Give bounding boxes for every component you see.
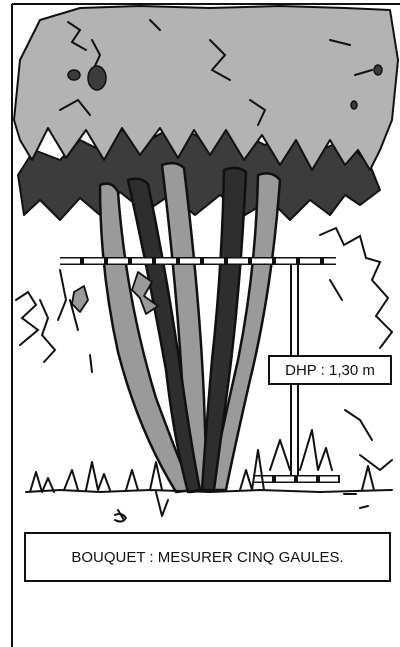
dbh-height-label: DHP : 1,30 m xyxy=(268,355,392,385)
light-canopy xyxy=(14,6,398,170)
left-shrub xyxy=(16,270,92,372)
instruction-caption: BOUQUET : MESURER CINQ GAULES. xyxy=(24,532,391,582)
